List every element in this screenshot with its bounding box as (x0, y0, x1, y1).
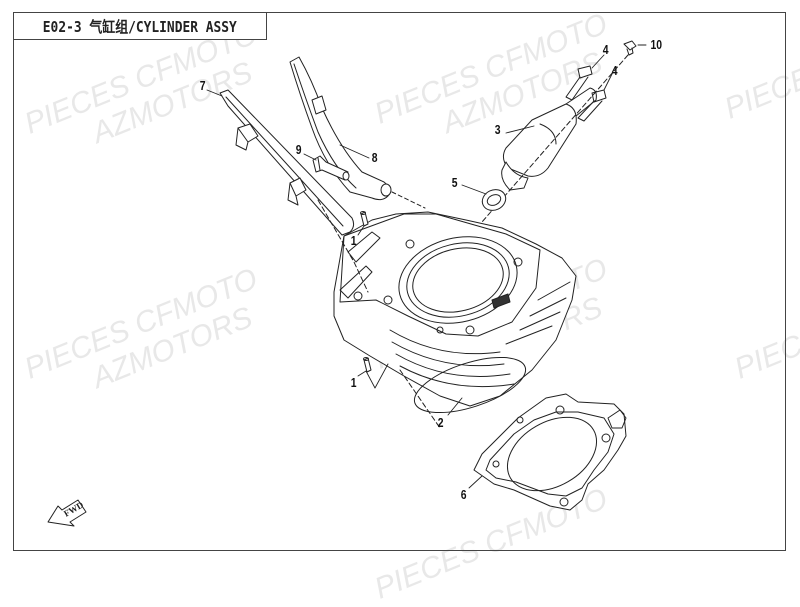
callout-5: 5 (451, 175, 458, 190)
tensioner-gasket[interactable] (479, 186, 509, 214)
callout-1a: 1 (350, 233, 357, 248)
tensioner-bolt-upper[interactable] (565, 65, 593, 101)
callout-8: 8 (371, 150, 378, 165)
chain-tensioner-guide[interactable] (289, 56, 426, 209)
forward-arrow-icon (47, 499, 87, 527)
cylinder-block[interactable] (333, 211, 577, 429)
guide-pivot-bolt[interactable] (312, 155, 350, 181)
callout-1b: 1 (350, 375, 357, 390)
callout-4a: 4 (602, 42, 609, 57)
drawing-frame (13, 12, 786, 551)
title-box: E02-3 气缸组/CYLINDER ASSY (13, 12, 267, 40)
dowel-pin-lower[interactable] (363, 357, 372, 373)
callout-3: 3 (494, 122, 501, 137)
callout-4b: 4 (611, 63, 618, 78)
callout-10: 10 (650, 37, 663, 52)
callout-9: 9 (295, 142, 302, 157)
cam-chain-tensioner[interactable] (501, 87, 597, 191)
tensioner-plug-screw[interactable] (623, 40, 637, 56)
tensioner-bolt-lower[interactable] (577, 89, 607, 122)
callout-7: 7 (199, 78, 206, 93)
callout-2: 2 (437, 415, 444, 430)
callout-6: 6 (460, 487, 467, 502)
dowel-pin-upper[interactable] (360, 211, 369, 227)
page-title: E02-3 气缸组/CYLINDER ASSY (42, 17, 238, 36)
chain-guide-fixed[interactable] (219, 89, 355, 236)
cylinder-base-gasket[interactable] (473, 393, 627, 511)
exploded-diagram: FWD (47, 40, 647, 527)
